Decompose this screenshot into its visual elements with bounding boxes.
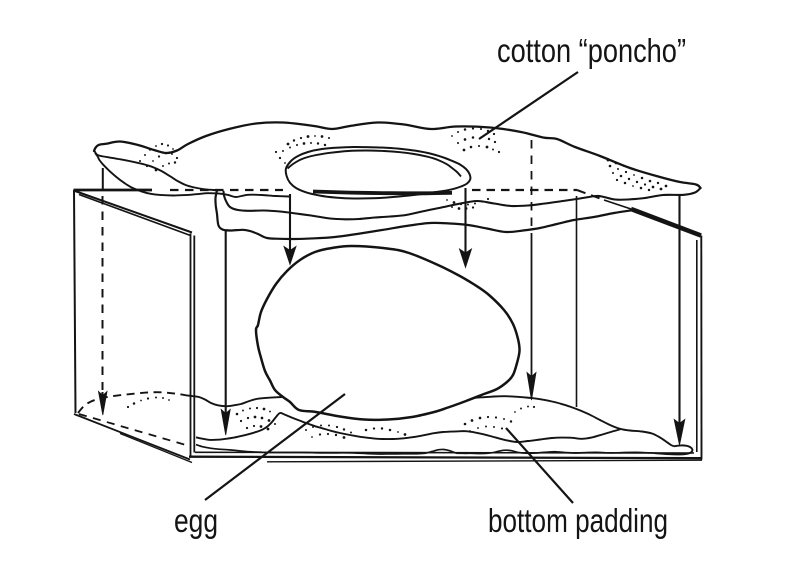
svg-text:egg: egg [174,502,218,539]
svg-text:cotton “poncho”: cotton “poncho” [497,32,686,69]
svg-text:bottom padding: bottom padding [488,502,668,539]
